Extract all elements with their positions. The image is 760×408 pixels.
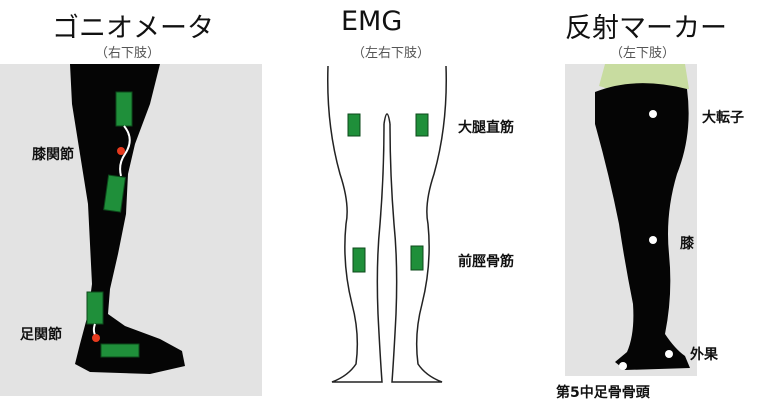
goniometer-subtitle: （右下肢）	[95, 46, 161, 61]
knee-marker	[649, 236, 657, 244]
marker-photo	[565, 64, 697, 376]
goniometer-lower-sensor	[103, 174, 126, 213]
emg-right-thigh-sensor	[415, 113, 429, 137]
goniometer-photo	[0, 64, 262, 396]
greater-trochanter-marker	[649, 110, 657, 118]
goniometer-upper-sensor	[115, 91, 133, 127]
ankle-joint-label: 足関節	[20, 327, 62, 343]
ankle-lower-sensor	[100, 343, 140, 358]
greater-trochanter-label: 大転子	[702, 110, 744, 126]
emg-title: EMG	[341, 6, 403, 37]
goniometer-title: ゴニオメータ	[52, 13, 214, 44]
knee-label: 膝	[680, 236, 694, 252]
emg-subtitle: （左右下肢）	[352, 46, 431, 61]
lateral-malleolus-label: 外果	[690, 347, 718, 363]
marker-subtitle: （左下肢）	[610, 46, 676, 61]
knee-joint-label: 膝関節	[32, 147, 74, 163]
ankle-upper-sensor	[86, 291, 104, 325]
knee-joint-marker	[117, 147, 125, 155]
ankle-joint-marker	[92, 334, 100, 342]
emg-left-thigh-sensor	[347, 113, 361, 137]
emg-right-shin-sensor	[410, 245, 424, 271]
tibialis-anterior-label: 前脛骨筋	[458, 254, 514, 270]
fifth-metatarsal-label: 第5中足骨骨頭	[556, 385, 650, 401]
emg-leg-outline	[322, 64, 452, 390]
emg-left-shin-sensor	[352, 247, 366, 273]
marker-title: 反射マーカー	[565, 13, 727, 44]
fifth-metatarsal-marker	[619, 362, 627, 370]
rectus-femoris-label: 大腿直筋	[458, 120, 514, 136]
goniometer-cable	[119, 125, 131, 177]
lateral-malleolus-marker	[665, 350, 673, 358]
